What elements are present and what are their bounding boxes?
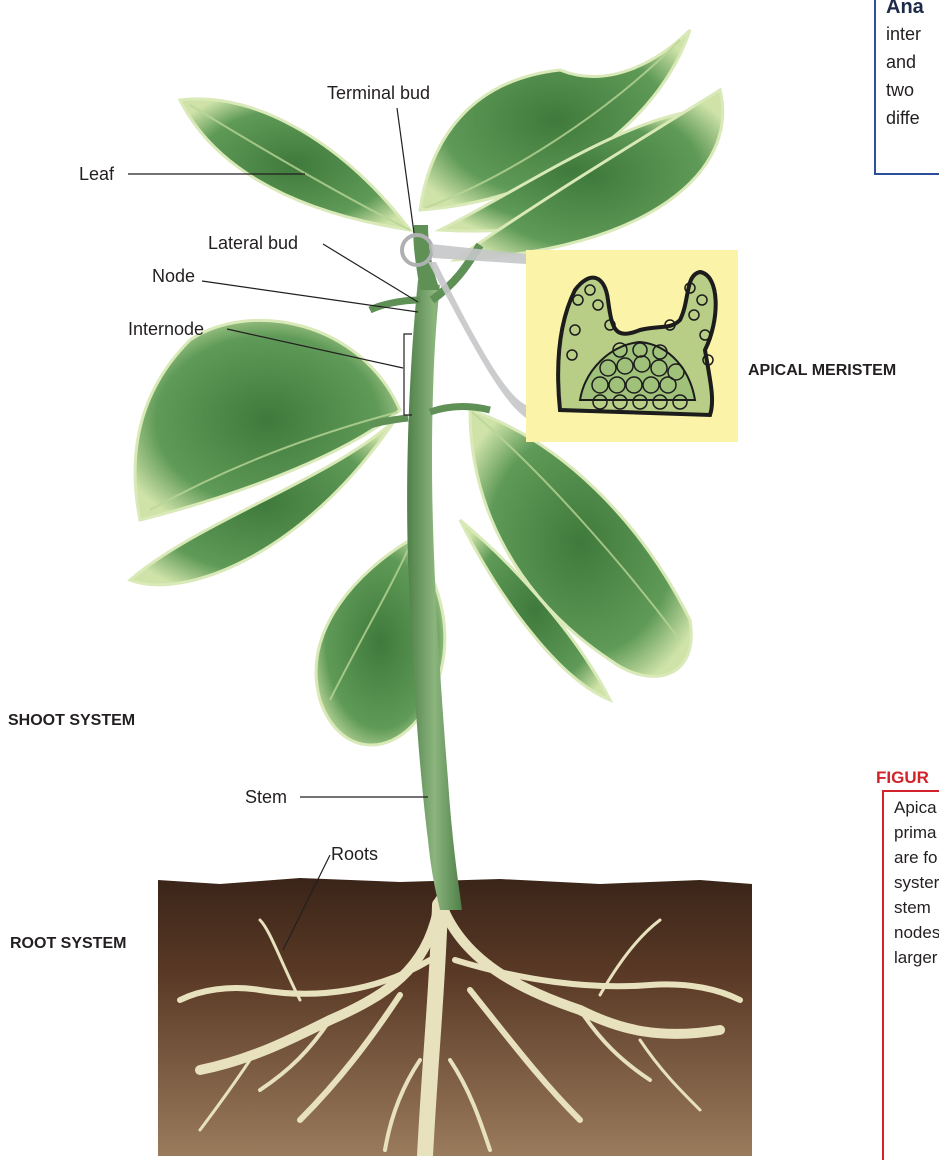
caption-line: larger: [894, 948, 937, 968]
analyze-callout: Ana inter and two diffe: [874, 0, 939, 175]
caption-line: nodes: [894, 923, 939, 943]
analyze-line: inter: [886, 24, 921, 45]
caption-line: prima: [894, 823, 937, 843]
label-terminal-bud: Terminal bud: [327, 82, 430, 104]
label-stem: Stem: [245, 786, 287, 808]
label-internode: Internode: [128, 318, 204, 340]
label-lateral-bud: Lateral bud: [208, 232, 298, 254]
analyze-title: Ana: [886, 0, 924, 19]
caption-line: Apica: [894, 798, 937, 818]
label-roots: Roots: [331, 843, 378, 865]
label-node: Node: [152, 265, 195, 287]
analyze-line: two: [886, 80, 914, 101]
analyze-line: and: [886, 52, 916, 73]
caption-line: are fo: [894, 848, 937, 868]
caption-line: syster: [894, 873, 939, 893]
label-root-system: ROOT SYSTEM: [10, 935, 126, 953]
soil: [158, 878, 752, 1156]
apical-meristem-inset: [526, 250, 738, 442]
label-shoot-system: SHOOT SYSTEM: [8, 712, 135, 730]
analyze-line: diffe: [886, 108, 920, 129]
label-leaf: Leaf: [79, 163, 114, 185]
figure-caption: Apica prima are fo syster stem nodes lar…: [882, 790, 939, 1160]
caption-line: stem: [894, 898, 931, 918]
label-apical-meristem: APICAL MERISTEM: [748, 362, 896, 380]
figure-label: FIGUR: [876, 768, 929, 788]
